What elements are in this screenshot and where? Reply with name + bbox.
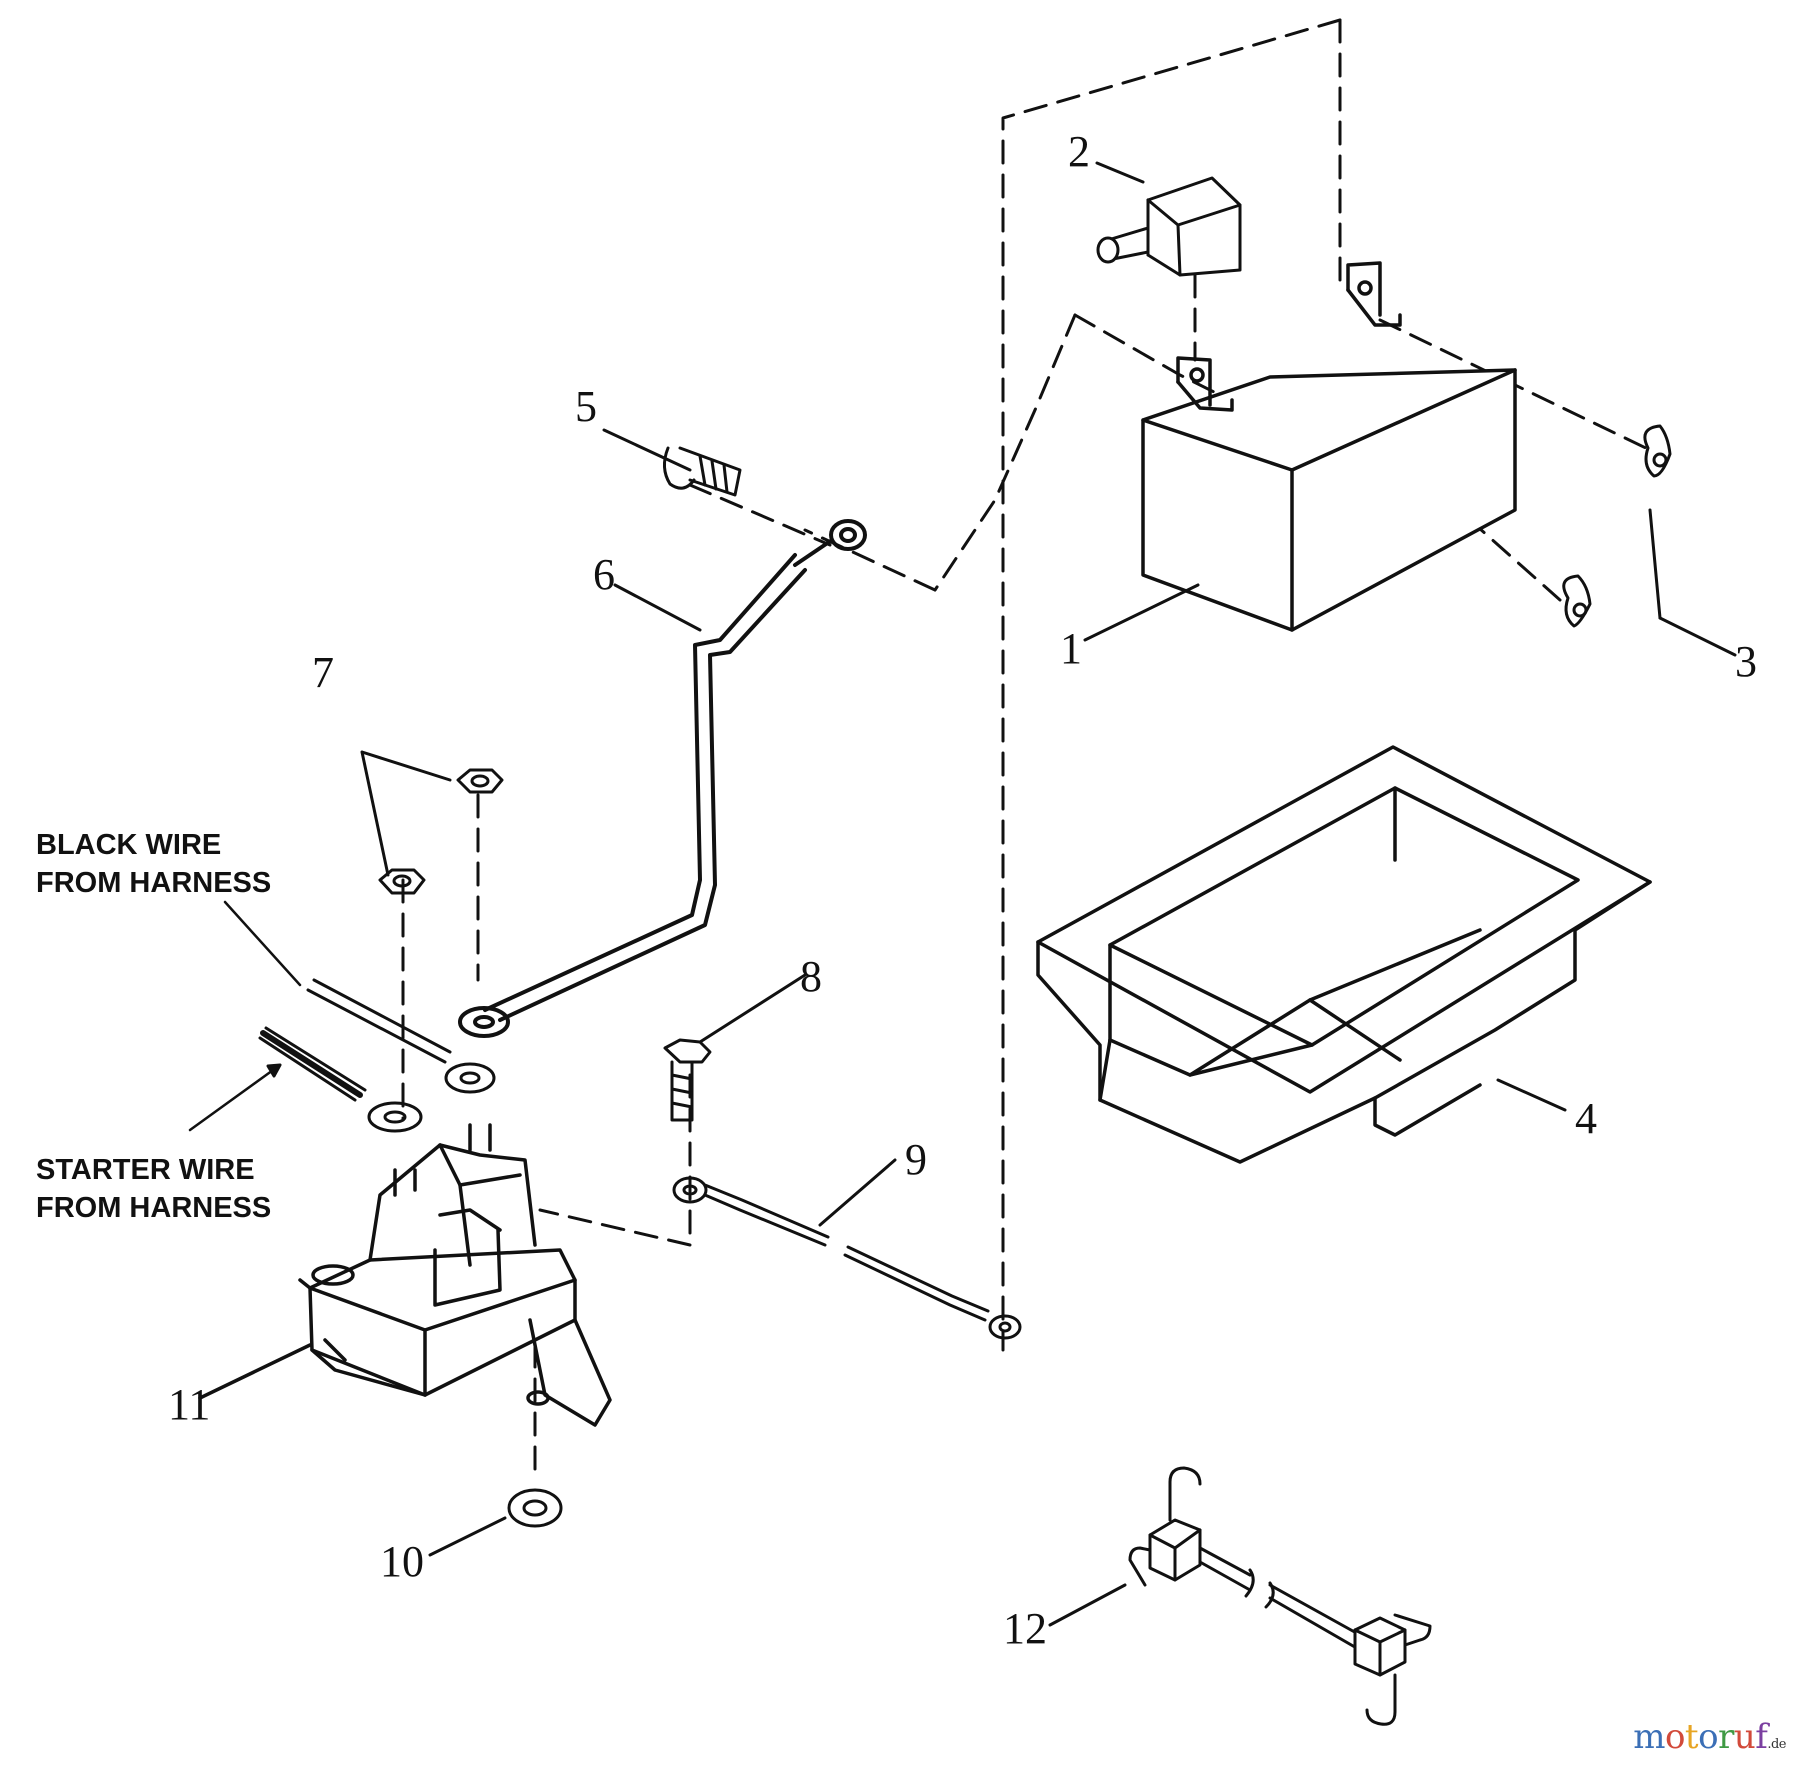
callout-10: 10 [380, 1537, 424, 1586]
callout-9: 9 [905, 1135, 927, 1184]
starter-wire-note-line1: STARTER WIRE [36, 1154, 255, 1186]
wing-nut-icon [1562, 424, 1672, 628]
callout-leaders [602, 161, 1737, 1112]
starter-wire-note-line2: FROM HARNESS [36, 1192, 272, 1224]
terminal-cover-icon [1096, 176, 1242, 277]
callout-3: 3 [1735, 637, 1757, 686]
battery-icon [1141, 261, 1517, 632]
callout-12: 12 [1003, 1604, 1047, 1653]
watermark-letter: r [1718, 1717, 1734, 1757]
bolt-icon [663, 446, 742, 497]
starter-wire-note: STARTER WIRE FROM HARNESS [36, 1151, 271, 1227]
hex-nut-icon [360, 750, 504, 895]
callout-4: 4 [1575, 1094, 1597, 1143]
watermark-letter: f [1755, 1717, 1768, 1757]
watermark-letter: m [1633, 1717, 1665, 1757]
callout-7: 7 [312, 648, 334, 697]
black-wire-note-line2: FROM HARNESS [36, 867, 272, 899]
harness-wires [188, 900, 496, 1133]
battery-tray-icon [1036, 745, 1652, 1164]
assembly-dashed-lines [401, 18, 1652, 1482]
callout-11: 11 [168, 1380, 211, 1429]
callout-1: 1 [1060, 624, 1082, 673]
black-wire-note: BLACK WIRE FROM HARNESS [36, 826, 271, 902]
solenoid-icon [198, 1123, 612, 1427]
black-wire-note-line1: BLACK WIRE [36, 829, 222, 861]
callout-8: 8 [800, 952, 822, 1001]
watermark-letter: u [1733, 1717, 1756, 1757]
callout-2: 2 [1068, 127, 1090, 176]
watermark-suffix: .de [1767, 1737, 1786, 1752]
watermark-letter: o [1698, 1717, 1719, 1757]
watermark-text: motoruf [1633, 1717, 1768, 1757]
lock-washer-icon [428, 1488, 563, 1557]
callout-6: 6 [593, 550, 615, 599]
watermark-letter: t [1684, 1717, 1699, 1757]
watermark-logo: motoruf.de [1633, 1717, 1786, 1757]
callout-5: 5 [575, 382, 597, 431]
hold-down-rod-icon [1048, 1466, 1432, 1726]
battery-cable-icon [458, 519, 867, 1038]
hex-bolt-icon [663, 973, 807, 1122]
watermark-letter: o [1664, 1717, 1685, 1757]
ground-cable-icon [672, 1158, 1022, 1340]
